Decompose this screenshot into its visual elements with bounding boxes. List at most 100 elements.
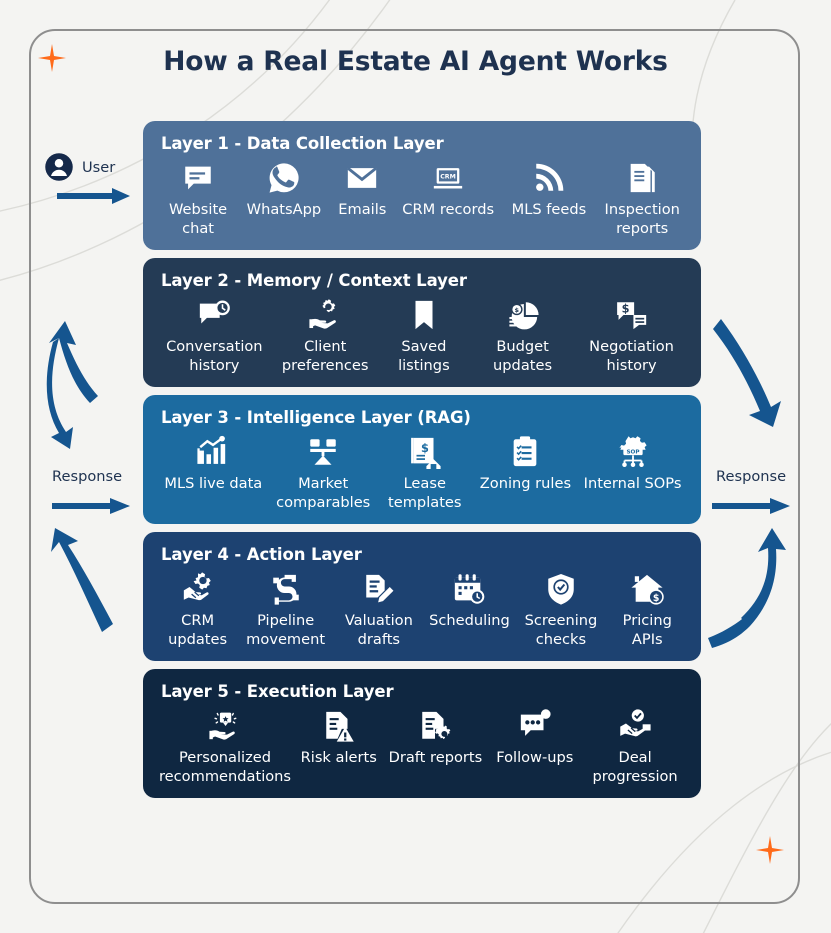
layer-5-item-label: Risk alerts [300, 749, 377, 766]
user-input-arrow [57, 186, 130, 206]
svg-text:$: $ [621, 301, 629, 315]
layer-3-item-label: Zoning rules [479, 475, 572, 492]
layer-4[interactable]: Layer 4 - Action Layer CRM updates Pipel… [143, 532, 701, 661]
layer-1-title: Layer 1 - Data Collection Layer [161, 134, 444, 153]
svg-text:CRM: CRM [440, 174, 456, 181]
layer-2-title: Layer 2 - Memory / Context Layer [161, 271, 467, 290]
clipboard-checklist-icon [508, 431, 542, 473]
layer-3-item-zoning-rules[interactable]: Zoning rules [473, 431, 578, 493]
chat-bubble-icon [181, 157, 215, 199]
svg-text:$: $ [421, 441, 429, 455]
layer-1-item-mls-feeds[interactable]: MLS feeds [500, 157, 597, 219]
layer-4-item-label: CRM updates [168, 612, 228, 648]
layer-5-item-personalized-recommendations[interactable]: Personalized recommendations [157, 705, 293, 786]
response-left-arrow [52, 496, 130, 516]
right-down-arrow [713, 311, 793, 431]
handshake-gear-icon [181, 568, 215, 610]
layer-4-item-label: Scheduling [429, 612, 510, 629]
bar-chart-trend-icon [196, 431, 230, 473]
bookmark-icon [407, 294, 441, 336]
layer-3-item-lease-templates[interactable]: $ Lease templates [377, 431, 473, 512]
layer-1-item-label: Website chat [168, 201, 228, 237]
chat-history-icon [197, 294, 231, 336]
response-right-label: Response [716, 468, 787, 485]
layer-5[interactable]: Layer 5 - Execution Layer Personalized r… [143, 669, 701, 798]
balance-scale-icon [306, 431, 340, 473]
layer-2-item-label: Client preferences [281, 338, 369, 374]
layer-5-item-draft-reports[interactable]: Draft reports [384, 705, 486, 767]
layer-5-item-label: Draft reports [388, 749, 483, 766]
layer-4-item-pricing-apis[interactable]: $ Pricing APIs [608, 568, 687, 649]
layer-3[interactable]: Layer 3 - Intelligence Layer (RAG) MLS l… [143, 395, 701, 524]
layer-2[interactable]: Layer 2 - Memory / Context Layer Convers… [143, 258, 701, 387]
response-left-label: Response [52, 468, 123, 485]
document-warning-icon [322, 705, 356, 747]
layer-3-item-internal-sops[interactable]: SOP Internal SOPs [578, 431, 687, 493]
layer-2-item-label: Conversation history [166, 338, 263, 374]
layer-4-title: Layer 4 - Action Layer [161, 545, 362, 564]
svg-text:$: $ [653, 593, 660, 604]
layer-4-item-label: Valuation drafts [344, 612, 413, 648]
layer-1-item-inspection-reports[interactable]: Inspection reports [597, 157, 687, 238]
layer-2-item-client-preferences[interactable]: Client preferences [272, 294, 379, 375]
layer-2-item-saved-listings[interactable]: Saved listings [379, 294, 469, 375]
envelope-icon [345, 157, 379, 199]
layer-2-item-budget-updates[interactable]: $ Budget updates [469, 294, 576, 375]
page-title: How a Real Estate AI Agent Works [163, 46, 668, 77]
user-avatar-icon [45, 153, 73, 181]
pipeline-flow-icon [269, 568, 303, 610]
lease-document-icon: $ [408, 431, 442, 473]
layer-1-item-label: MLS feeds [511, 201, 587, 218]
layer-3-item-label: Internal SOPs [583, 475, 682, 492]
left-up-arrow [47, 528, 119, 638]
house-dollar-icon: $ [630, 568, 664, 610]
sop-gear-icon: SOP [616, 431, 650, 473]
left-bidirectional-arrow [40, 316, 120, 451]
chat-dots-icon [518, 705, 552, 747]
layer-3-item-mls-live-data[interactable]: MLS live data [157, 431, 270, 493]
layer-2-item-label: Budget updates [493, 338, 553, 374]
layer-5-item-risk-alerts[interactable]: Risk alerts [293, 705, 384, 767]
layer-4-item-valuation-drafts[interactable]: Valuation drafts [333, 568, 424, 649]
layer-4-item-label: Pipeline movement [246, 612, 326, 648]
handshake-check-icon [618, 705, 652, 747]
budget-pie-icon: $ [506, 294, 540, 336]
layer-1-item-label: WhatsApp [246, 201, 322, 218]
layer-4-item-pipeline-movement[interactable]: Pipeline movement [238, 568, 333, 649]
layer-stack: Layer 1 - Data Collection Layer Website … [143, 121, 701, 806]
documents-icon [625, 157, 659, 199]
layer-1-item-emails[interactable]: Emails [329, 157, 396, 219]
layer-3-item-market-comparables[interactable]: Market comparables [270, 431, 377, 512]
layer-4-item-screening-checks[interactable]: Screening checks [514, 568, 607, 649]
user-label: User [82, 158, 116, 176]
money-chat-icon: $ [615, 294, 649, 336]
layer-1-item-label: Emails [338, 201, 387, 218]
layer-1[interactable]: Layer 1 - Data Collection Layer Website … [143, 121, 701, 250]
rss-feed-icon [532, 157, 566, 199]
layer-2-item-conversation-history[interactable]: Conversation history [157, 294, 272, 375]
layer-1-item-crm-records[interactable]: CRM CRM records [396, 157, 500, 219]
hand-star-icon [208, 705, 242, 747]
layer-5-item-label: Personalized recommendations [159, 749, 292, 785]
page-frame [29, 29, 800, 904]
layer-5-item-deal-progression[interactable]: Deal progression [583, 705, 687, 786]
layer-5-item-label: Follow-ups [496, 749, 574, 766]
layer-1-item-website-chat[interactable]: Website chat [157, 157, 239, 238]
document-gear-icon [418, 705, 452, 747]
svg-text:$: $ [514, 306, 519, 314]
layer-5-title: Layer 5 - Execution Layer [161, 682, 394, 701]
layer-1-item-whatsapp[interactable]: WhatsApp [239, 157, 329, 219]
svg-text:SOP: SOP [626, 450, 639, 456]
hand-gear-icon [308, 294, 342, 336]
layer-2-item-label: Saved listings [398, 338, 450, 374]
layer-4-item-scheduling[interactable]: Scheduling [425, 568, 515, 630]
layer-3-item-label: MLS live data [164, 475, 263, 492]
layer-4-item-label: Pricing APIs [622, 612, 672, 648]
layer-3-title: Layer 3 - Intelligence Layer (RAG) [161, 408, 471, 427]
layer-2-item-negotiation-history[interactable]: $ Negotiation history [576, 294, 687, 375]
layer-3-item-label: Market comparables [276, 475, 371, 511]
layer-4-item-crm-updates[interactable]: CRM updates [157, 568, 238, 649]
layer-5-item-follow-ups[interactable]: Follow-ups [486, 705, 583, 767]
layer-5-item-label: Deal progression [592, 749, 678, 785]
crm-laptop-icon: CRM [431, 157, 465, 199]
